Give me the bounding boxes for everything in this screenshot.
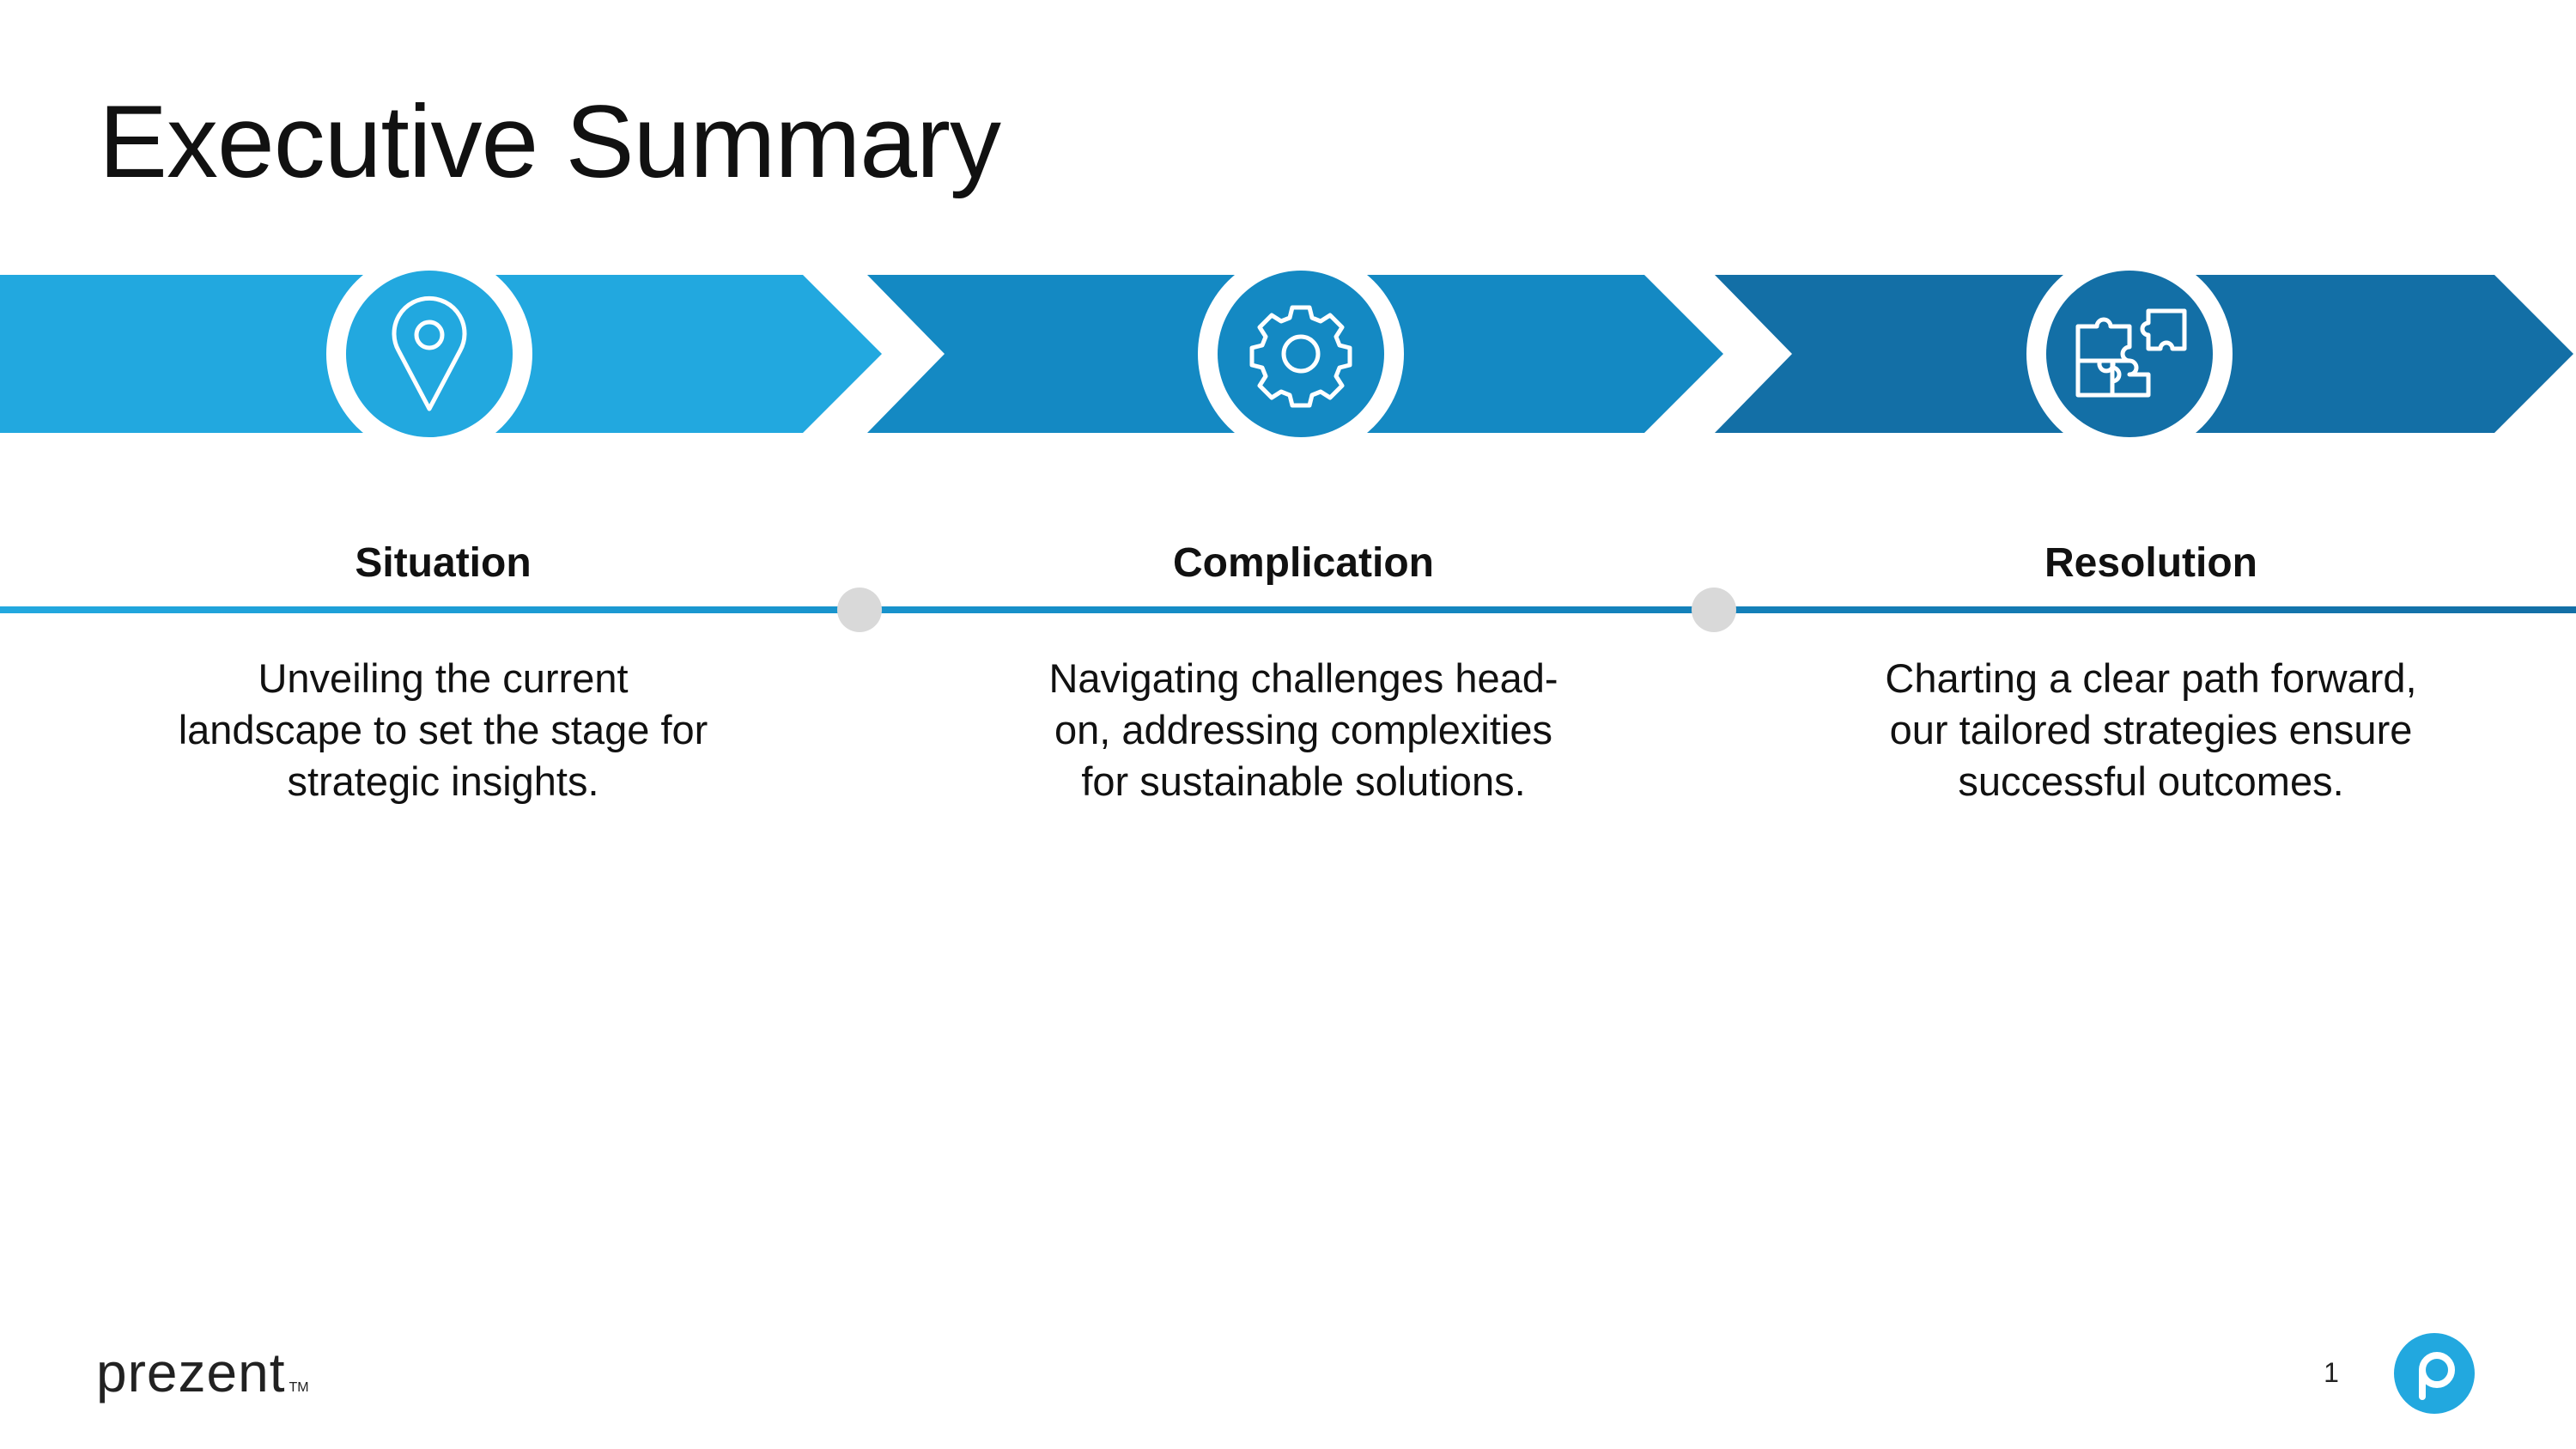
- stage-heading-situation: Situation: [355, 540, 532, 586]
- stage-icon-situation: [326, 258, 532, 457]
- timeline-line: [0, 606, 2576, 613]
- page-number: 1: [2324, 1357, 2339, 1388]
- location-pin-icon: [392, 295, 467, 411]
- prezent-p-icon: [2394, 1333, 2475, 1414]
- stage-description-situation: Unveiling the current landscape to set t…: [178, 655, 708, 804]
- stage-icon-complication: [1198, 258, 1404, 457]
- process-arrows: [0, 258, 2573, 457]
- stage-heading-resolution: Resolution: [2044, 540, 2257, 586]
- logo-text: prezent: [96, 1342, 286, 1403]
- stage-description-resolution: Charting a clear path forward, our tailo…: [1885, 655, 2417, 804]
- trademark-mark: TM: [289, 1380, 309, 1395]
- gear-icon: [1249, 305, 1352, 408]
- stage-description-complication: Navigating challenges head-on, addressin…: [1048, 655, 1558, 804]
- puzzle-icon: [2075, 308, 2187, 398]
- stage-icon-resolution: [2026, 258, 2233, 457]
- slide-title: Executive Summary: [99, 84, 1001, 199]
- timeline-dot-1: [837, 588, 882, 632]
- timeline-dot-2: [1692, 588, 1736, 632]
- stage-heading-complication: Complication: [1172, 540, 1434, 586]
